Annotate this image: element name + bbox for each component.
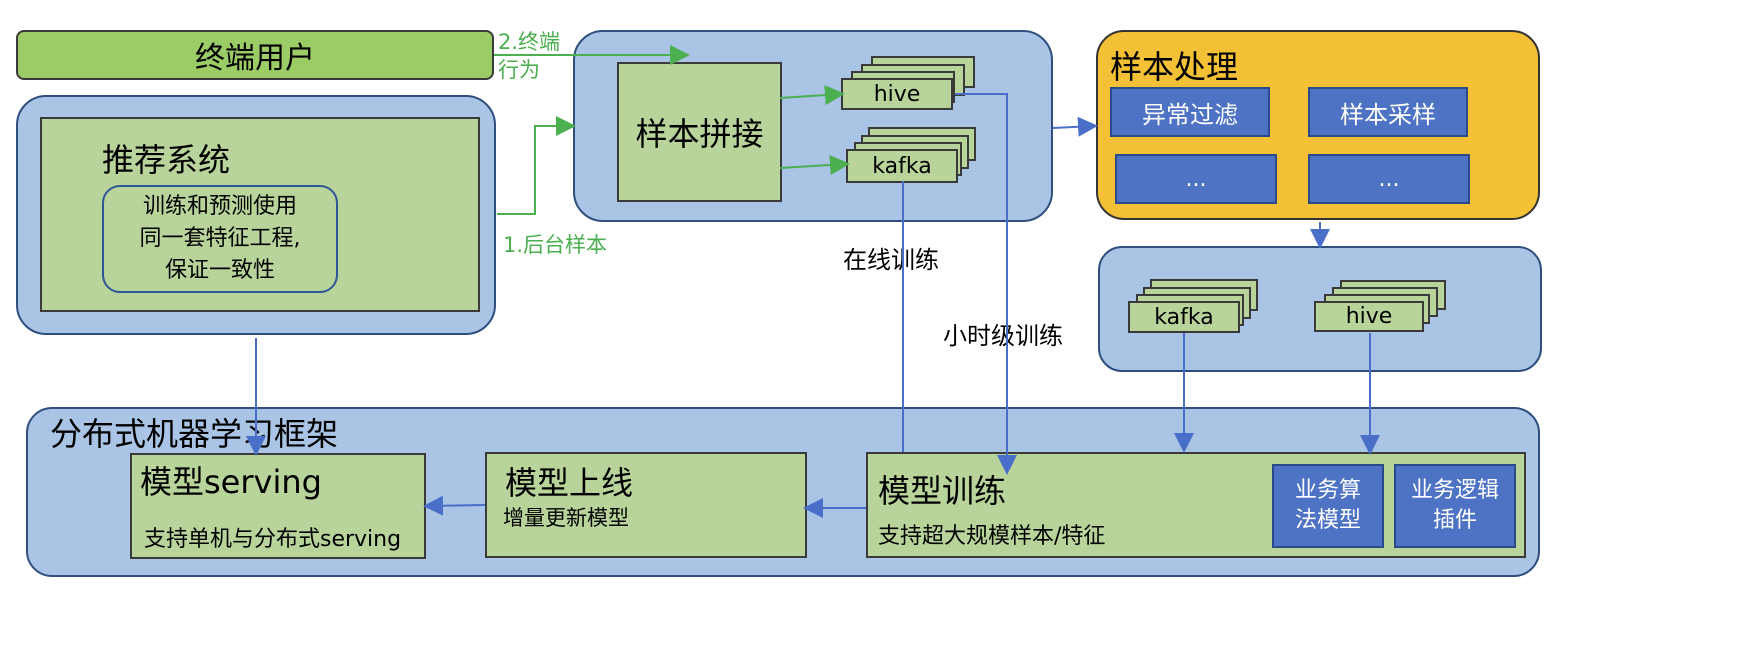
plugin-line: 法模型: [1294, 508, 1361, 533]
hive-stack: hive: [841, 56, 975, 110]
more-box: ...: [1308, 154, 1470, 204]
join-to-processing-arrow: [1052, 116, 1098, 137]
consistency-note: 训练和预测使用 同一套特征工程, 保证一致性: [102, 185, 338, 293]
deploy-to-serving-arrow: [423, 495, 486, 516]
hourly-training-label: 小时级训练: [943, 322, 1063, 350]
hive-label: hive: [1345, 304, 1393, 329]
recommend-system-title: 推荐系统: [102, 141, 231, 179]
recommend-system-box: 推荐系统 训练和预测使用 同一套特征工程, 保证一致性: [40, 117, 480, 312]
sample-processing-title: 样本处理: [1110, 48, 1239, 86]
kafka-stack: kafka: [1128, 279, 1260, 333]
backend-sample-label: 1.后台样本: [503, 233, 608, 257]
kafka-stack: kafka: [846, 127, 980, 183]
hourly-training-arrow: [955, 93, 1017, 475]
backend-sample-arrow: [497, 116, 576, 215]
model-deploy-box: 模型上线 增量更新模型: [485, 452, 807, 558]
recommend-system-panel: 推荐系统 训练和预测使用 同一套特征工程, 保证一致性: [16, 95, 496, 335]
processing-item-label: 异常过滤: [1142, 100, 1238, 129]
note-line: 同一套特征工程,: [139, 226, 301, 251]
note-line: 保证一致性: [164, 258, 275, 283]
processing-item-label: ...: [1185, 166, 1207, 192]
terminal-behavior-label: 2.终端: [498, 30, 561, 54]
hive-stack: hive: [1314, 280, 1448, 332]
model-deploy-desc: 增量更新模型: [503, 506, 629, 530]
model-serving-box: 模型serving 支持单机与分布式serving: [130, 453, 426, 559]
online-training-label: 在线训练: [843, 246, 939, 274]
plugin-line: 业务逻辑: [1410, 478, 1499, 503]
terminal-user-label: 终端用户: [195, 41, 315, 76]
anomaly-filter-box: 异常过滤: [1110, 87, 1270, 137]
processing-item-label: 样本采样: [1340, 100, 1436, 129]
more-box: ...: [1115, 154, 1277, 204]
processing-item-label: ...: [1378, 166, 1400, 192]
note-line: 训练和预测使用: [142, 194, 297, 219]
model-deploy-title: 模型上线: [505, 464, 634, 502]
model-serving-title: 模型serving: [140, 463, 322, 501]
sample-join-title: 样本拼接: [635, 115, 764, 153]
terminal-behavior-label: 行为: [498, 58, 540, 82]
sample-sampling-box: 样本采样: [1308, 87, 1468, 137]
business-logic-plugin-box: 业务逻辑 插件: [1394, 464, 1516, 548]
model-training-desc: 支持超大规模样本/特征: [878, 524, 1106, 549]
plugin-line: 插件: [1432, 508, 1477, 533]
join-to-hive-arrow: [779, 85, 845, 106]
sample-join-box: 样本拼接: [617, 62, 782, 202]
business-model-box: 业务算 法模型: [1272, 464, 1384, 548]
model-serving-desc: 支持单机与分布式serving: [144, 527, 402, 552]
kafka-label: kafka: [872, 153, 932, 179]
plugin-line: 业务算: [1294, 478, 1361, 503]
model-training-title: 模型训练: [878, 472, 1007, 510]
ml-framework-title: 分布式机器学习框架: [50, 415, 339, 453]
kafka-label: kafka: [1154, 304, 1214, 330]
model-training-box: 模型训练 支持超大规模样本/特征 业务算 法模型 业务逻辑 插件: [866, 452, 1526, 558]
sample-processing-panel: 样本处理 异常过滤 样本采样 ... ...: [1096, 30, 1540, 220]
hive-label: hive: [873, 81, 921, 107]
sample-join-panel: 样本拼接: [573, 30, 1053, 222]
terminal-user-box: 终端用户: [16, 30, 494, 80]
join-to-kafka-arrow: [779, 154, 850, 175]
